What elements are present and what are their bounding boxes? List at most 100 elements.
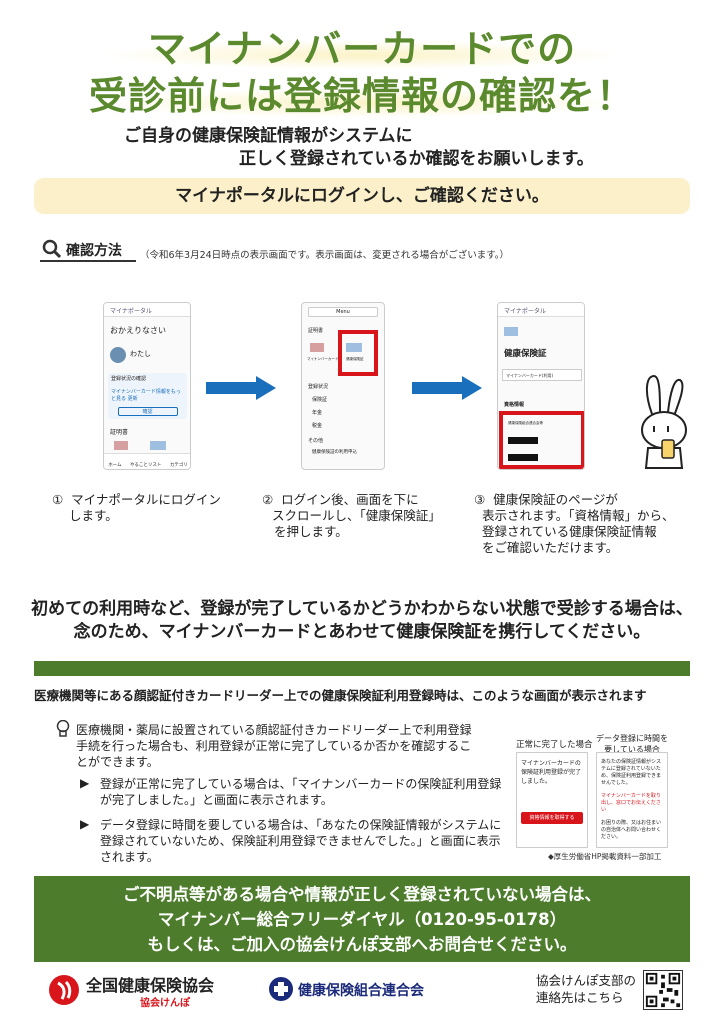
step-text: 健康保険証のページが (493, 492, 618, 507)
step-3-caption: ③ 健康保険証のページが 表示されます。「資格情報」から、 登録されている健康保… (474, 492, 675, 556)
triangle-icon: ▶ (80, 776, 90, 790)
card-label: マイナンバーカード (307, 357, 339, 361)
title-highlight (100, 40, 624, 70)
reader-intro-text: 手続を行った場合も、利用登録が正常に完了しているか否かを確認するこ (76, 739, 472, 753)
reader-bullet-1: 登録が正常に完了している場合は、「マイナンバーカードの保険証利用登録 が完了しま… (100, 776, 501, 808)
insurer-name: 健康保険組合連合会等 (508, 421, 543, 425)
app-bar: マイナポータル (498, 303, 584, 317)
page-title-line2: 受診前には登録情報の確認を！ (88, 74, 635, 118)
card-field: マイナンバーカード(利用) (502, 369, 582, 381)
step-text: します。 (69, 508, 118, 523)
list-item[interactable]: 保険証 (312, 397, 328, 403)
step-2-caption: ② ログイン後、画面を下に スクロールし、「健康保険証」 を押します。 (262, 492, 441, 540)
card-thumb (114, 441, 128, 450)
login-banner: マイナポータルにログインし、ご確認ください。 (34, 178, 690, 214)
reader-heading: 医療機関等にある顔認証付きカードリーダー上での健康保険証利用登録時は、このような… (34, 688, 647, 703)
subtitle-line2: 正しく登録されているか確認をお願いします。 (239, 149, 594, 169)
avatar (110, 347, 126, 363)
section-divider (34, 661, 690, 676)
card-thumb (504, 327, 518, 336)
notice-link[interactable]: マイナンバーカード情報をもっと見る 更新 (111, 389, 181, 402)
screen2-label-text: 要している場合 (604, 745, 660, 754)
qr-code-icon[interactable] (643, 970, 683, 1010)
step-number: ① (52, 492, 64, 507)
status-section: 登録状況 (308, 384, 329, 390)
bullet-text: データ登録に時間を要している場合は、「あなたの保険証情報がシステムに (100, 818, 502, 832)
nav-category[interactable]: カテゴリ (169, 463, 188, 468)
contact-text: 協会けんぽ支部の (536, 973, 637, 988)
screen2-label-text: データ登録に時間を (596, 734, 668, 743)
bullet-text: 登録されていないため、保険証利用登録できませんでした。」と画面に表示 (100, 834, 501, 848)
reader-intro-text: 医療機関・薬局に設置されている顔認証付きカードリーダー上で利用登録 (76, 723, 472, 737)
menu-button[interactable]: Menu (308, 307, 378, 317)
step-text: ログイン後、画面を下に (281, 492, 419, 507)
redacted-field (508, 454, 538, 461)
screenshot-health-card: マイナポータル 健康保険証 マイナンバーカード(利用) 資格情報 健康保険組合連… (497, 302, 585, 470)
kenporen-logo-icon (269, 977, 293, 1001)
contact-link-text: 協会けんぽ支部の 連絡先はこちら (536, 972, 636, 1006)
method-heading-label: 確認方法 (66, 243, 122, 259)
card-thumb (310, 343, 324, 352)
reader-bullet-2: データ登録に時間を要している場合は、「あなたの保険証情報がシステムに 登録されて… (100, 817, 501, 865)
lightbulb-icon (56, 720, 70, 737)
other-section: その他 (308, 438, 324, 444)
list-item[interactable]: 税金 (312, 423, 323, 429)
caution-line1: 初めての利用時など、登録が完了しているかどうかわからない状態で受診する場合は、 (31, 599, 693, 619)
pending-text: あなたの保険証情報がシステムに登録されていないため、保険証利用登録できませんでし… (601, 759, 662, 786)
caution-line2: 念のため、マイナンバーカードとあわせて健康保険証を携行してください。 (73, 622, 651, 642)
notice-card: 登録状況の確認 マイナンバーカード情報をもっと見る 更新 確認 (108, 373, 187, 419)
list-item[interactable]: 年金 (312, 410, 323, 416)
nav-todo[interactable]: やることリスト (129, 463, 162, 468)
reader-intro: 医療機関・薬局に設置されている顔認証付きカードリーダー上で利用登録 手続を行った… (76, 722, 472, 770)
redacted-field (508, 437, 538, 444)
subtitle-line1: ご自身の健康保険証情報がシステムに (124, 126, 413, 146)
highlight-health-card[interactable] (338, 330, 378, 376)
kyokai-kenpo-logo-icon (49, 975, 79, 1005)
title-highlight (100, 88, 624, 118)
page-title-line1: マイナンバーカードでの (147, 27, 577, 71)
contact-box: ご不明点等がある場合や情報が正しく登録されていない場合は、 マイナンバー総合フリ… (34, 876, 690, 962)
greeting-text: おかえりなさい (110, 326, 166, 335)
confirm-button[interactable]: 確認 (117, 407, 178, 416)
pending-warning: マイナンバーカードを取り出し、窓口でお伝えください (601, 793, 661, 813)
health-card-title: 健康保険証 (504, 349, 547, 359)
triangle-icon: ▶ (80, 817, 90, 831)
app-bar: マイナポータル (104, 303, 190, 317)
get-qualification-button[interactable]: 資格情報を取得する (521, 812, 583, 824)
screen-success: マイナンバーカードの保険証利用登録が完了しました。 資格情報を取得する (516, 752, 588, 848)
step-text: スクロールし、「健康保険証」 (272, 508, 441, 523)
bottom-nav: ホーム やることリスト カテゴリ (104, 453, 190, 469)
logo1-sub: 協会けんぽ (140, 998, 190, 1009)
contact-line3: もしくは、ご加入の協会けんぽ支部へお問合せください。 (147, 935, 577, 954)
notice-title: 登録状況の確認 (111, 376, 147, 382)
contact-line1: ご不明点等がある場合や情報が正しく登録されていない場合は、 (122, 885, 601, 904)
step-text: 表示されます。「資格情報」から、 (482, 508, 675, 523)
rabbit-mascot-icon (641, 374, 687, 469)
magnifier-icon (42, 239, 62, 259)
nav-home[interactable]: ホーム (108, 463, 122, 468)
step-1-caption: ① マイナポータルにログイン します。 (52, 492, 221, 524)
card-thumb (150, 441, 166, 450)
step-text: 登録されている健康保険証情報 (482, 524, 657, 539)
step-text: を押します。 (274, 524, 348, 539)
logo2-name: 健康保険組合連合会 (298, 983, 424, 999)
highlight-qualification (499, 411, 584, 469)
step-number: ③ (474, 492, 486, 507)
contact-line2: マイナンバー総合フリーダイヤル（0120-95-0178） (157, 910, 567, 929)
apply-link[interactable]: 健康保険証の利用申込 (312, 450, 357, 455)
qualification-section: 資格情報 (504, 402, 525, 408)
bullet-text: 登録が正常に完了している場合は、「マイナンバーカードの保険証利用登録 (100, 777, 502, 791)
certificate-section: 証明書 (308, 328, 324, 334)
source-note: ◆厚生労働省HP掲載資料一部加工 (548, 852, 662, 861)
user-name: わたし (130, 350, 151, 358)
contact-text: 連絡先はこちら (536, 990, 624, 1005)
logo1-name: 全国健康保険協会 (86, 976, 215, 995)
method-note: （令和6年3月24日時点の表示画面です。表示画面は、変更される場合がございます。… (140, 250, 510, 261)
screen1-label: 正常に完了した場合 (516, 740, 593, 750)
pending-help: お困りの際、又はお住まいの自治体へお問い合わせください。 (601, 820, 662, 840)
screenshot-menu: Menu 証明書 マイナンバーカード 健康保険証 登録状況 保険証 年金 税金 … (301, 302, 385, 470)
step-number: ② (262, 492, 274, 507)
screenshot-login: マイナポータル おかえりなさい わたし 登録状況の確認 マイナンバーカード情報を… (103, 302, 191, 470)
bullet-text: が完了しました。」と画面に表示されます。 (100, 793, 333, 807)
arrow-right-icon (206, 376, 276, 400)
